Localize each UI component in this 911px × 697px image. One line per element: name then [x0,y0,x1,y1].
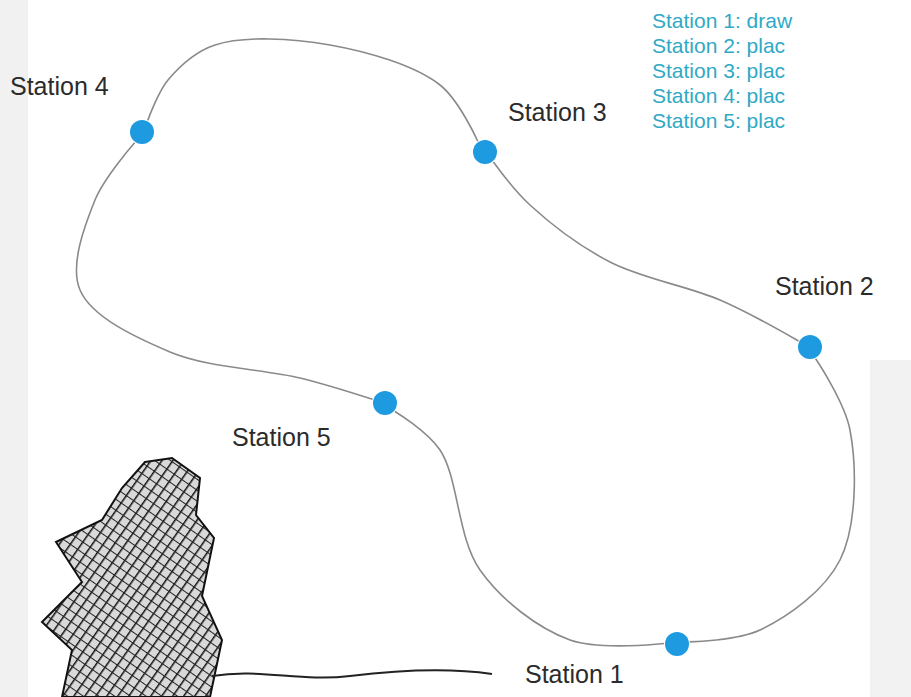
mouse-tail [212,670,492,677]
station-dot: Station 4 [130,120,154,144]
station-dot: Station 1 [665,632,689,656]
station-label: Station 2 [775,272,874,301]
track-line [690,359,855,642]
track-line [493,162,798,341]
station-dot: Station 2 [798,335,822,359]
track-line [395,411,664,645]
station-note: Station 1: draw [652,8,792,33]
track-line [76,143,372,400]
station-dot: Station 3 [473,140,497,164]
mouse-scribble [42,458,222,697]
station-note: Station 4: plac [652,83,792,108]
station-note: Station 5: plac [652,108,792,133]
station-label: Station 3 [508,98,607,127]
paper-smudge [870,360,911,697]
station-label: Station 5 [232,423,331,452]
station-note: Station 3: plac [652,58,792,83]
station-dot: Station 5 [373,391,397,415]
station-label: Station 1 [525,660,624,689]
station-note: Station 2: plac [652,33,792,58]
station-label: Station 4 [10,72,109,101]
track-line [148,39,478,141]
paper-smudge [0,0,28,697]
station-notes: Station 1: drawStation 2: placStation 3:… [652,8,792,133]
